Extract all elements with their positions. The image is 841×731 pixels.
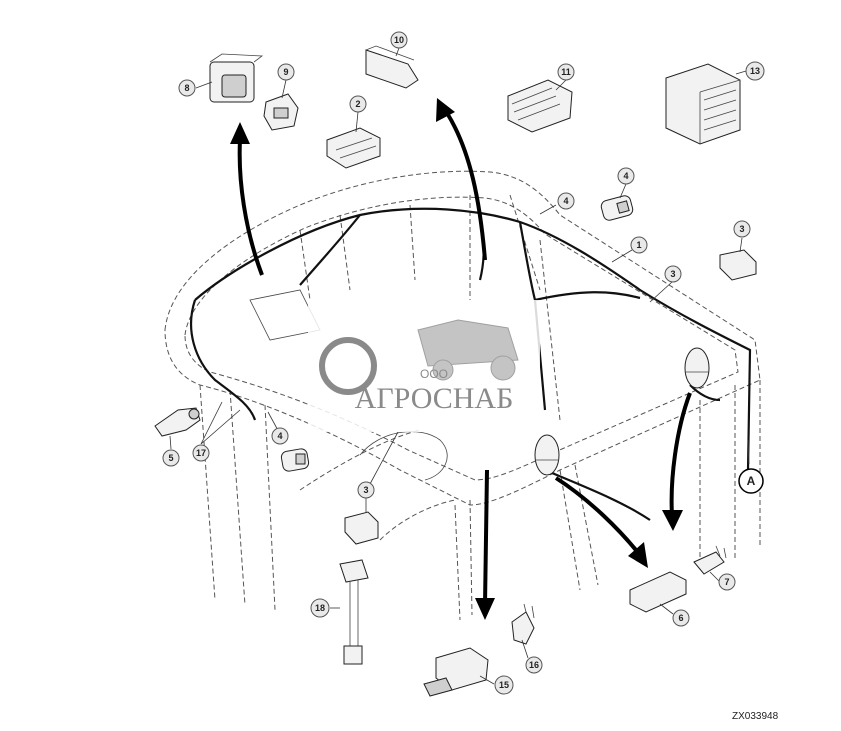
component-13-fuse-box [665, 63, 741, 145]
callout-10: 10 [390, 31, 408, 49]
callout-7: 7 [718, 573, 736, 591]
svg-text:8: 8 [184, 83, 189, 93]
component-2-connector [326, 127, 381, 169]
gear-icon [319, 337, 377, 395]
callout-A: A [738, 468, 764, 494]
svg-text:17: 17 [196, 448, 206, 458]
component-7-terminal [693, 545, 727, 575]
callout-6: 6 [672, 609, 690, 627]
component-5-sensor [154, 407, 201, 437]
component-6-housing [629, 571, 687, 613]
svg-text:5: 5 [168, 453, 173, 463]
callout-4-top: 4 [617, 167, 635, 185]
svg-text:18: 18 [315, 603, 325, 613]
component-11-module [507, 79, 573, 133]
callout-18: 18 [310, 598, 330, 618]
callout-3-mid: 3 [664, 265, 682, 283]
component-15-connector [423, 647, 489, 697]
callout-3-right: 3 [733, 220, 751, 238]
callout-11: 11 [557, 63, 575, 81]
svg-text:4: 4 [277, 431, 282, 441]
component-16-terminal [511, 603, 535, 645]
svg-text:16: 16 [529, 660, 539, 670]
svg-text:1: 1 [636, 240, 641, 250]
component-4-connector-left [280, 448, 310, 472]
component-18-switch [339, 559, 369, 665]
callout-8: 8 [178, 79, 196, 97]
svg-text:A: A [747, 474, 756, 488]
direction-arrows [230, 98, 692, 620]
watermark-prefix: ООО [420, 367, 448, 381]
svg-text:7: 7 [724, 577, 729, 587]
callout-3-bottom: 3 [357, 481, 375, 499]
svg-text:4: 4 [563, 196, 568, 206]
svg-text:10: 10 [394, 35, 404, 45]
svg-text:6: 6 [678, 613, 683, 623]
callout-9: 9 [277, 63, 295, 81]
reference-code: ZX033948 [732, 711, 779, 722]
callout-15: 15 [494, 675, 514, 695]
cab-frame [164, 170, 761, 621]
svg-text:3: 3 [363, 485, 368, 495]
svg-text:3: 3 [739, 224, 744, 234]
svg-text:13: 13 [750, 66, 760, 76]
watermark-brand: АГРОСНАБ [355, 382, 514, 415]
svg-text:4: 4 [623, 171, 628, 181]
svg-text:11: 11 [561, 67, 571, 77]
callout-16: 16 [525, 656, 543, 674]
callout-5: 5 [162, 449, 180, 467]
component-10-connector [365, 45, 419, 89]
svg-text:3: 3 [670, 269, 675, 279]
svg-text:9: 9 [283, 67, 288, 77]
callout-1: 1 [630, 236, 648, 254]
component-9-connector [263, 93, 299, 131]
component-3-connector-right [719, 249, 757, 281]
leader-lines [169, 47, 750, 685]
callout-13: 13 [745, 61, 765, 81]
svg-text:15: 15 [499, 680, 509, 690]
svg-text:2: 2 [355, 99, 360, 109]
grommets [534, 347, 710, 476]
callout-4-left: 4 [271, 427, 289, 445]
watermark-logo: ООО АГРОСНАБ [308, 300, 540, 432]
component-4-connector-top [600, 195, 634, 221]
component-3-connector-bottom [344, 511, 379, 545]
tractor-icon [417, 319, 519, 381]
component-8-relay [209, 53, 264, 103]
callout-4-mid: 4 [557, 192, 575, 210]
callout-2: 2 [349, 95, 367, 113]
callout-17: 17 [192, 444, 210, 462]
harness-wire [190, 207, 752, 521]
